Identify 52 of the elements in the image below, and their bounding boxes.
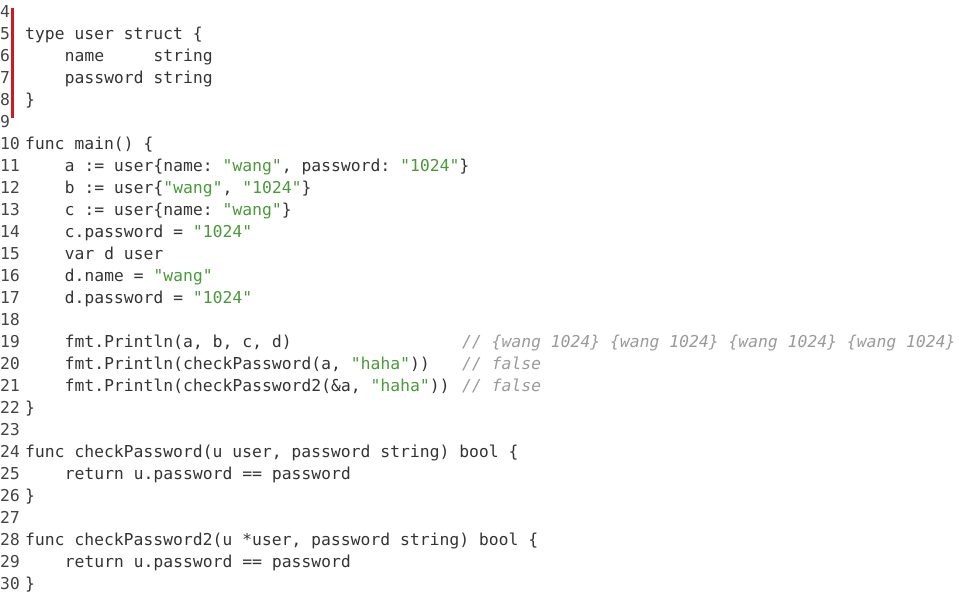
line-number: 26	[0, 486, 21, 506]
code-line: name string	[64, 46, 213, 66]
line-number: 8	[0, 90, 11, 110]
code-line: }	[25, 574, 35, 592]
line-number: 22	[0, 398, 21, 418]
line-number: 14	[0, 222, 21, 242]
line-number: 5	[0, 24, 11, 44]
line-number: 4	[0, 2, 11, 22]
code-line: c.password = "1024"	[64, 222, 252, 242]
code-line: return u.password == password	[64, 464, 351, 484]
line-number: 7	[0, 68, 11, 88]
code-line: a := user{name: "wang", password: "1024"}	[64, 156, 470, 176]
line-number: 9	[0, 112, 11, 132]
code-comment: // {wang 1024} {wang 1024} {wang 1024} {wang 1024}	[462, 332, 956, 352]
line-number: 16	[0, 266, 21, 286]
code-line: }	[25, 90, 35, 110]
line-number: 10	[0, 134, 21, 154]
line-number: 17	[0, 288, 21, 308]
line-number: 30	[0, 574, 21, 592]
code-line: return u.password == password	[64, 552, 351, 572]
code-line: func main() {	[25, 134, 154, 154]
line-number: 20	[0, 354, 21, 374]
line-number: 25	[0, 464, 21, 484]
code-line: fmt.Println(a, b, c, d)	[64, 332, 292, 352]
code-line: func checkPassword2(u *user, password string) bool {	[25, 530, 538, 550]
line-number: 21	[0, 376, 21, 396]
line-number: 29	[0, 552, 21, 572]
line-number: 11	[0, 156, 21, 176]
code-comment: // false	[462, 354, 541, 374]
line-number: 15	[0, 244, 21, 264]
code-line: var d user	[64, 244, 164, 264]
code-comment: // false	[462, 376, 541, 396]
code-line: func checkPassword(u user, password string) bool {	[25, 442, 518, 462]
line-number: 18	[0, 310, 21, 330]
line-number: 27	[0, 508, 21, 528]
code-line: fmt.Println(checkPassword(a, "haha"))	[64, 354, 430, 374]
code-line: }	[25, 486, 35, 506]
line-number: 28	[0, 530, 21, 550]
line-number: 6	[0, 46, 11, 66]
code-line: d.password = "1024"	[64, 288, 252, 308]
line-number: 19	[0, 332, 21, 352]
line-number: 24	[0, 442, 21, 462]
code-line: }	[25, 398, 35, 418]
code-line: fmt.Println(checkPassword2(&a, "haha"))	[64, 376, 450, 396]
line-number: 13	[0, 200, 21, 220]
code-line: password string	[64, 68, 213, 88]
code-line: b := user{"wang", "1024"}	[64, 178, 312, 198]
code-line: type user struct {	[25, 24, 203, 44]
code-line: d.name = "wang"	[64, 266, 213, 286]
line-number: 23	[0, 420, 21, 440]
line-number: 12	[0, 178, 21, 198]
code-line: c := user{name: "wang"}	[64, 200, 292, 220]
